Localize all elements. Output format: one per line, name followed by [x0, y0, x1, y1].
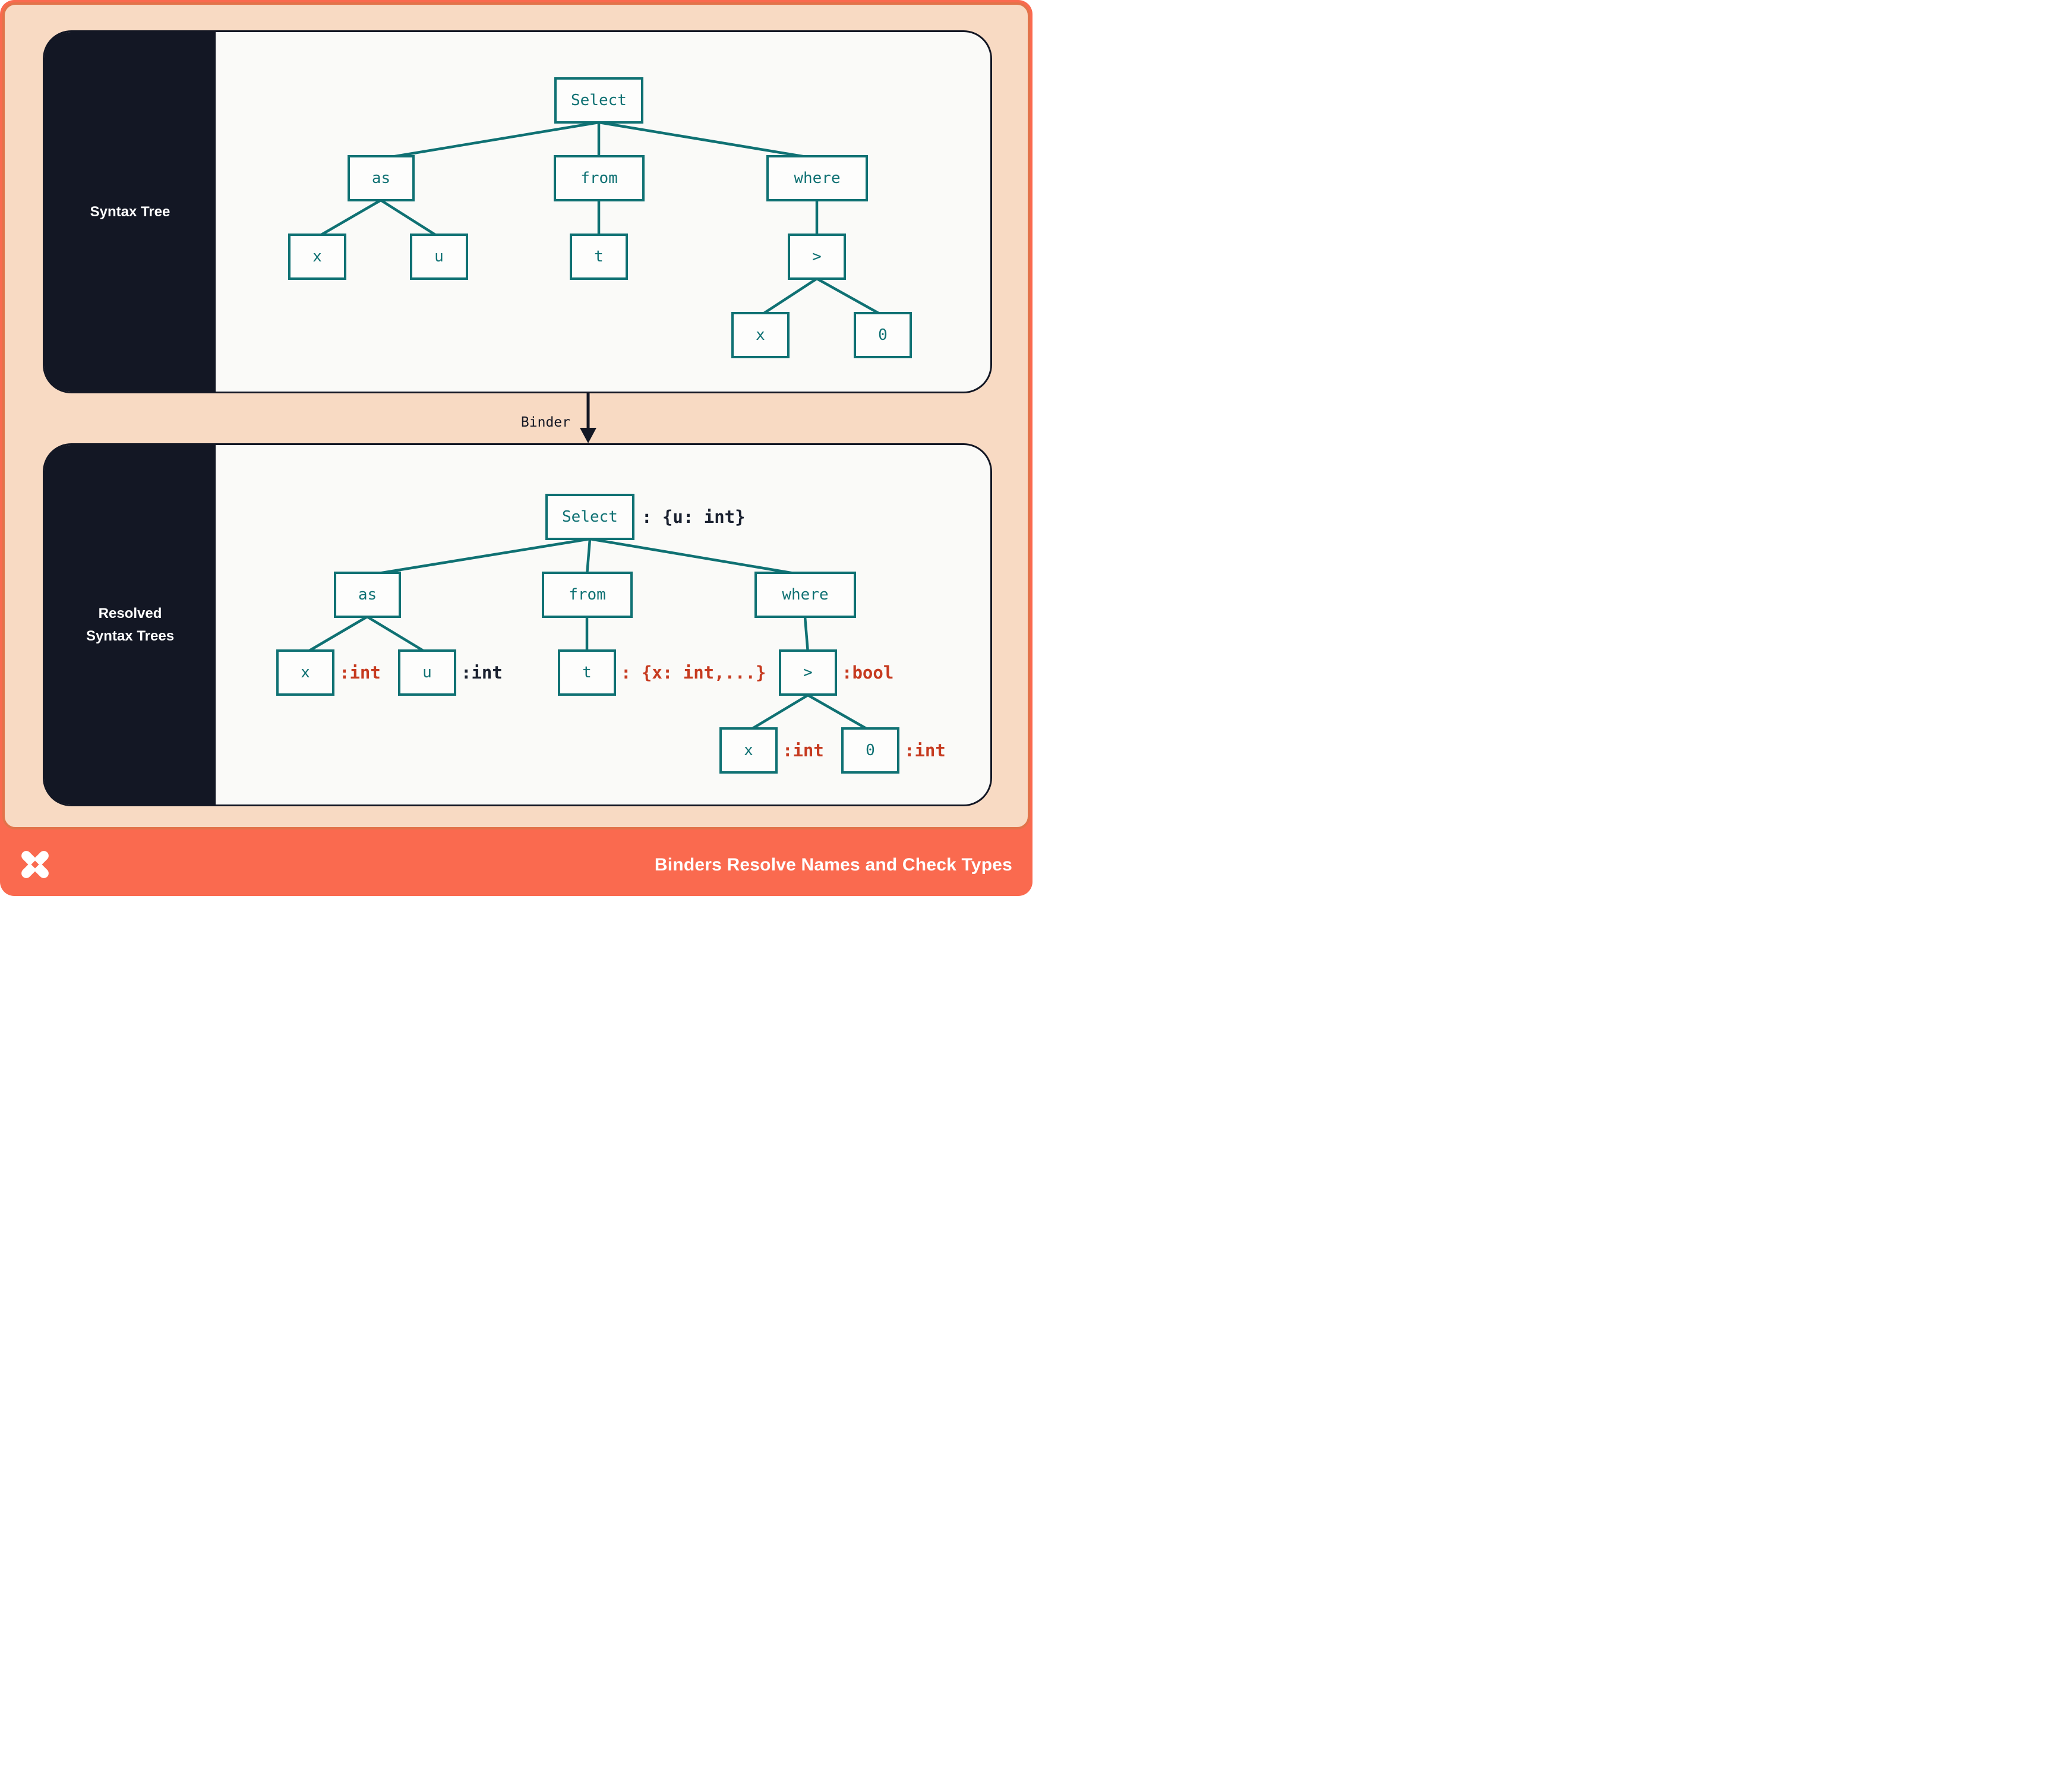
tree-node-u: u	[398, 649, 456, 696]
syntax-tree-edges	[316, 121, 884, 317]
tree-node-as: as	[334, 572, 401, 618]
tree-edge	[589, 537, 806, 577]
type-annotation-x2: :int	[782, 740, 824, 761]
tree-edge	[747, 694, 809, 732]
tree-edge	[598, 121, 817, 160]
syntax-tree-title: Syntax Tree	[90, 203, 170, 220]
resolved-syntax-trees-sidebar: Resolved Syntax Trees	[45, 445, 216, 804]
tree-edge	[585, 538, 592, 576]
binder-label: Binder	[520, 415, 570, 430]
tree-node-select: Select	[545, 494, 634, 540]
type-annotation-x: :int	[339, 662, 381, 683]
tree-node-zero: 0	[841, 727, 899, 774]
resolved-syntax-tree-diagram: Select : {u: int} as from where x :int u…	[45, 445, 990, 804]
tree-node-x2: x	[731, 312, 790, 358]
tree-edge	[367, 537, 591, 577]
tree-node-where: where	[766, 155, 868, 201]
tree-node-u: u	[410, 234, 468, 280]
tree-node-x2: x	[719, 727, 778, 774]
tree-node-t: t	[570, 234, 628, 280]
tree-edge	[759, 277, 818, 317]
footer-bar: Binders Resolve Names and Check Types	[0, 834, 1032, 896]
syntax-tree-diagram: Select as from where x u t > x 0	[45, 32, 990, 392]
type-annotation-select: : {u: int}	[642, 507, 746, 527]
syntax-tree-sidebar: Syntax Tree	[45, 32, 216, 392]
type-annotation-zero: :int	[904, 740, 946, 761]
resolved-tree-edges	[304, 537, 872, 732]
tree-edge	[380, 121, 599, 160]
tree-edge	[803, 616, 810, 654]
type-annotation-gt: :bool	[842, 662, 894, 683]
type-annotation-t: : {x: int,...}	[621, 662, 766, 683]
footer-title: Binders Resolve Names and Check Types	[654, 855, 1012, 875]
tree-node-select: Select	[554, 77, 643, 124]
tree-edge	[380, 199, 440, 238]
tree-node-from: from	[554, 155, 645, 201]
tree-node-x: x	[276, 649, 334, 696]
resolved-title-line2: Syntax Trees	[86, 627, 175, 644]
tree-edge	[316, 199, 382, 238]
type-annotation-u: :int	[461, 662, 503, 683]
slide-canvas: Syntax Tree Select as from where x u t >	[0, 0, 1032, 896]
tree-node-x: x	[288, 234, 346, 280]
x-star-logo-icon	[18, 847, 52, 882]
tree-node-as: as	[348, 155, 415, 201]
tree-edge	[304, 616, 368, 654]
tree-node-t: t	[558, 649, 616, 696]
binder-arrow	[580, 393, 596, 443]
syntax-tree-panel: Syntax Tree Select as from where x u t >	[43, 30, 992, 393]
tree-node-zero: 0	[854, 312, 912, 358]
resolved-title-line1: Resolved	[98, 605, 162, 622]
tree-edge	[366, 616, 428, 654]
tree-edge	[807, 694, 872, 732]
resolved-syntax-trees-panel: Resolved Syntax Trees Select : {u: int} …	[43, 443, 992, 806]
tree-node-where: where	[754, 572, 856, 618]
tree-node-from: from	[542, 572, 633, 618]
tree-node-gt: >	[788, 234, 846, 280]
tree-edge	[816, 277, 884, 317]
tree-node-gt: >	[779, 649, 837, 696]
